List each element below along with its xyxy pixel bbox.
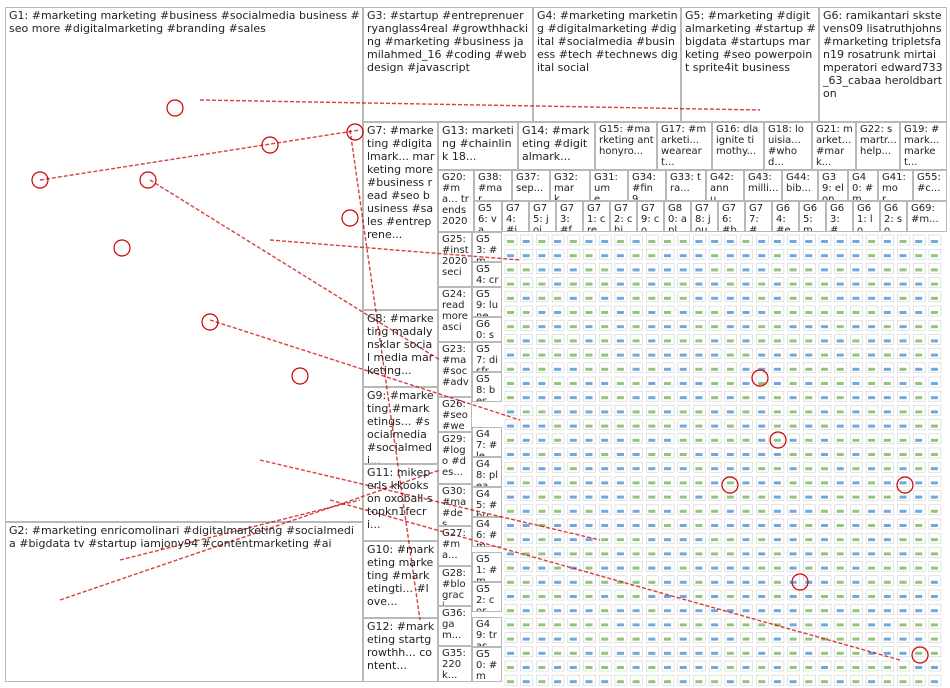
cross-group-edge [209, 319, 521, 421]
cross-group-edge [149, 179, 441, 361]
self-loop [751, 369, 769, 387]
self-loop [201, 313, 219, 331]
self-loop [721, 476, 739, 494]
cross-group-edge [329, 499, 901, 661]
self-loop [896, 476, 914, 494]
self-loop [911, 646, 929, 664]
cross-group-edge [199, 99, 761, 111]
self-loop [166, 99, 184, 117]
self-loop [261, 136, 279, 154]
cross-group-edge [269, 239, 521, 261]
self-loop [291, 367, 309, 385]
self-loop [113, 239, 131, 257]
self-loop [769, 431, 787, 449]
cross-group-edge [349, 129, 421, 621]
cross-group-edge [39, 129, 361, 181]
self-loop [139, 171, 157, 189]
self-loop [791, 573, 809, 591]
self-loop [341, 209, 359, 227]
